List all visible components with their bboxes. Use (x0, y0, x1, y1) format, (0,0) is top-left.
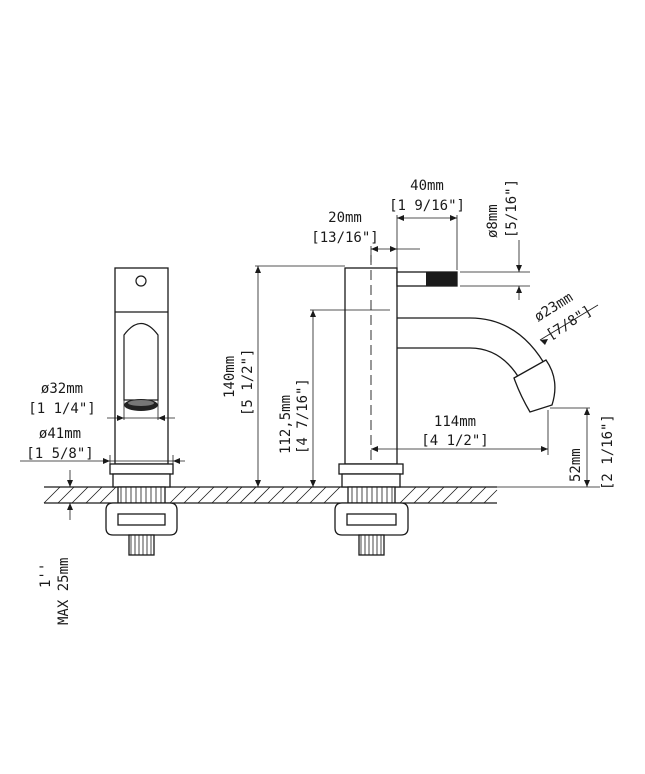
label-114in: [4 1/2"] (421, 433, 488, 449)
label-dia-8mm: ø8mm (485, 204, 501, 238)
label-dia-32in: [1 1/4"] (28, 401, 95, 417)
countertop (43, 486, 498, 504)
faucet-side-view (105, 267, 178, 556)
label-20mm: 20mm (328, 210, 362, 226)
dimension-arrows (67, 215, 590, 510)
label-140in: [5 1/2"] (240, 349, 256, 416)
label-dia-8in: [5/16"] (504, 179, 520, 238)
label-deck-max: MAX 25mm (56, 558, 72, 625)
label-112mm: 112,5mm (278, 395, 294, 454)
label-dia-41mm: ø41mm (39, 426, 81, 442)
label-52mm: 52mm (568, 448, 584, 482)
label-52in: [2 1/16"] (600, 414, 616, 490)
label-40in: [1 9/16"] (389, 198, 465, 214)
label-dia-41in: [1 5/8"] (26, 446, 93, 462)
dimension-lines (20, 215, 600, 520)
label-20in: [13/16"] (311, 230, 378, 246)
label-deck-inch: 1'' (38, 563, 54, 588)
label-112in: [4 7/16"] (295, 378, 311, 454)
label-140mm: 140mm (222, 356, 238, 398)
label-dia-32mm: ø32mm (41, 381, 83, 397)
label-114mm: 114mm (434, 414, 476, 430)
faucet-front-view (334, 255, 556, 556)
label-40mm: 40mm (410, 178, 444, 194)
